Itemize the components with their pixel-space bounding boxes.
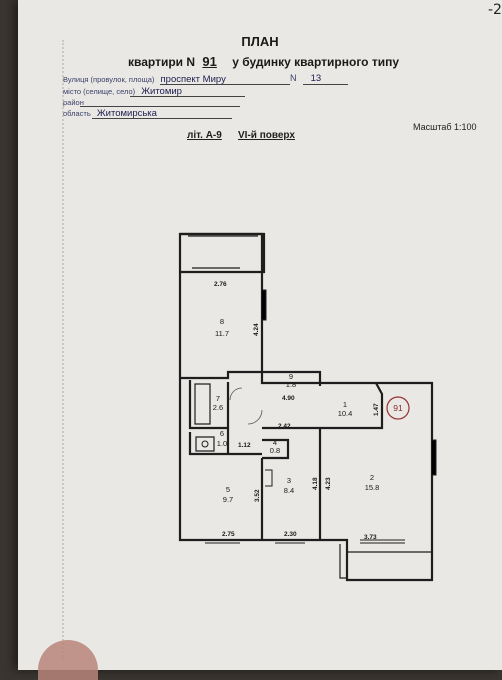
room-9-number: 9 bbox=[289, 372, 293, 381]
plan-title: ПЛАН bbox=[241, 34, 279, 49]
plan-windows bbox=[205, 289, 437, 544]
region-label: область bbox=[63, 109, 91, 118]
corner-note: -2 bbox=[488, 2, 502, 18]
dim-4-23: 4.23 bbox=[325, 477, 332, 490]
room-4-number: 4 bbox=[273, 438, 277, 447]
room-4-area: 0.8 bbox=[270, 446, 280, 455]
district-field: район bbox=[63, 98, 84, 107]
plan-walls bbox=[178, 232, 434, 582]
room-2-number: 2 bbox=[370, 473, 374, 482]
dim-4-18: 4.18 bbox=[312, 477, 319, 490]
apartment-number: 91 bbox=[202, 54, 217, 69]
city-value: Житомир bbox=[141, 86, 182, 97]
plan-doors bbox=[229, 387, 263, 425]
circle-number: 91 bbox=[393, 403, 403, 413]
room-5-number: 5 bbox=[226, 485, 230, 494]
city-label: місто (селище, село) bbox=[63, 87, 136, 96]
dim-1-47: 1.47 bbox=[373, 403, 380, 416]
house-field: N 13 bbox=[290, 73, 321, 84]
dim-3-73: 3.73 bbox=[364, 534, 377, 541]
room-6-area: 1.0 bbox=[217, 439, 227, 448]
apartment-line: квартири N 91 у будинку квартирного типу bbox=[128, 54, 399, 69]
street-value: проспект Миру bbox=[160, 74, 226, 85]
scale-label: Масштаб 1:100 bbox=[413, 122, 477, 132]
district-underline bbox=[80, 106, 240, 107]
house-underline bbox=[303, 84, 348, 85]
dim-2-76: 2.76 bbox=[214, 281, 227, 288]
dim-4-24: 4.24 bbox=[253, 323, 260, 336]
room-8-number: 8 bbox=[220, 317, 224, 326]
city-field: місто (селище, село) Житомир bbox=[63, 86, 182, 97]
street-underline bbox=[160, 84, 290, 85]
room-3-number: 3 bbox=[287, 476, 291, 485]
room-7-number: 7 bbox=[216, 394, 220, 403]
dim-1-12: 1.12 bbox=[238, 442, 251, 449]
room-labels: 8 11.7 9 1.8 7 2.6 1 10.4 6 1.0 4 0.8 5 … bbox=[213, 317, 380, 504]
room-1-number: 1 bbox=[343, 400, 347, 409]
room-2-area: 15.8 bbox=[365, 483, 380, 492]
dim-3-52: 3.52 bbox=[254, 489, 261, 502]
apartment-circle-stamp: 91 bbox=[386, 396, 410, 420]
region-value: Житомирська bbox=[96, 108, 157, 119]
dim-2-30: 2.30 bbox=[284, 531, 297, 538]
house-number: 13 bbox=[310, 73, 322, 84]
house-label: N bbox=[290, 73, 297, 83]
liter-label: літ. А-9 bbox=[187, 130, 222, 141]
room-6-number: 6 bbox=[220, 429, 224, 438]
room-9-area: 1.8 bbox=[286, 380, 296, 389]
document-sheet: -2 ПЛАН квартири N 91 у будинку квартирн… bbox=[18, 0, 502, 680]
room-8-area: 11.7 bbox=[215, 329, 229, 338]
street-field: Вулиця (провулок, площа) проспект Миру bbox=[63, 74, 226, 85]
floor-label: VI-й поверх bbox=[238, 130, 295, 141]
room-3-area: 8.4 bbox=[284, 486, 294, 495]
dimension-labels: 2.76 4.24 4.90 1.47 2.42 1.12 3.52 4.18 … bbox=[214, 281, 380, 541]
room-1-area: 10.4 bbox=[338, 409, 353, 418]
dim-2-75: 2.75 bbox=[222, 531, 235, 538]
binding-holes bbox=[62, 40, 67, 660]
street-label: Вулиця (провулок, площа) bbox=[63, 75, 155, 84]
room-7-area: 2.6 bbox=[213, 403, 223, 412]
region-underline bbox=[92, 118, 232, 119]
apartment-prefix: квартири N bbox=[128, 55, 196, 69]
room-5-area: 9.7 bbox=[223, 495, 233, 504]
city-underline bbox=[130, 96, 245, 97]
district-label: район bbox=[63, 98, 84, 107]
region-field: область Житомирська bbox=[63, 108, 157, 119]
dim-2-42: 2.42 bbox=[278, 423, 291, 430]
dim-4-90: 4.90 bbox=[282, 395, 295, 402]
apartment-suffix: у будинку квартирного типу bbox=[232, 55, 399, 69]
